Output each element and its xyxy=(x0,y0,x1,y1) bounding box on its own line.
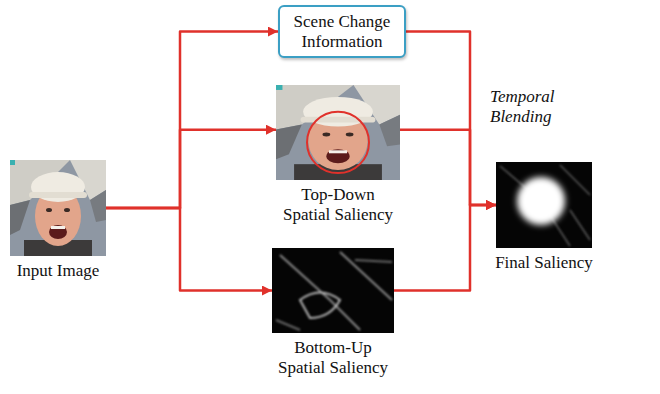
saliency-line xyxy=(340,252,392,300)
image-caption: Final Saliency xyxy=(482,253,606,273)
saliency-ground xyxy=(496,162,592,248)
input-image-node: Input Image xyxy=(10,160,106,256)
saliency-line xyxy=(280,255,360,330)
final-saliency-node: Final Saliency xyxy=(496,162,592,248)
flow-arrow xyxy=(106,32,278,208)
image-caption: Bottom-Up Spatial Saliency xyxy=(274,338,392,379)
image-caption: Input Image xyxy=(0,261,120,281)
bottom-up-image xyxy=(272,248,394,333)
salient-region xyxy=(517,177,565,225)
saliency-line xyxy=(355,260,392,262)
input-image xyxy=(10,160,106,256)
flow-arrow xyxy=(406,32,496,205)
flow-arrow xyxy=(106,208,272,291)
saliency-edges xyxy=(276,252,392,330)
bottom-up-saliency-node: Bottom-Up Spatial Saliency xyxy=(272,248,394,333)
saliency-ground xyxy=(272,248,394,333)
top-down-image xyxy=(276,85,400,180)
saliency-line xyxy=(276,320,300,330)
face-ellipse xyxy=(307,112,369,173)
edge-label: Temporal Blending xyxy=(488,86,588,129)
saliency-line xyxy=(560,165,590,195)
flow-arrow xyxy=(400,130,496,205)
box-label: Scene Change Information xyxy=(286,12,398,51)
saliency-edges xyxy=(500,165,590,246)
saliency-line xyxy=(570,210,590,240)
flow-arrow xyxy=(394,205,496,291)
image-caption: Top-Down Spatial Saliency xyxy=(279,185,397,226)
scene-change-box: Scene Change Information xyxy=(278,5,406,58)
input-photo xyxy=(10,160,106,256)
saliency-blob xyxy=(300,293,340,319)
flow-arrow xyxy=(106,130,276,208)
saliency-line xyxy=(500,166,570,246)
top-down-photo xyxy=(276,85,400,180)
final-saliency-image xyxy=(496,162,592,248)
top-down-saliency-node: Top-Down Spatial Saliency xyxy=(276,85,400,180)
